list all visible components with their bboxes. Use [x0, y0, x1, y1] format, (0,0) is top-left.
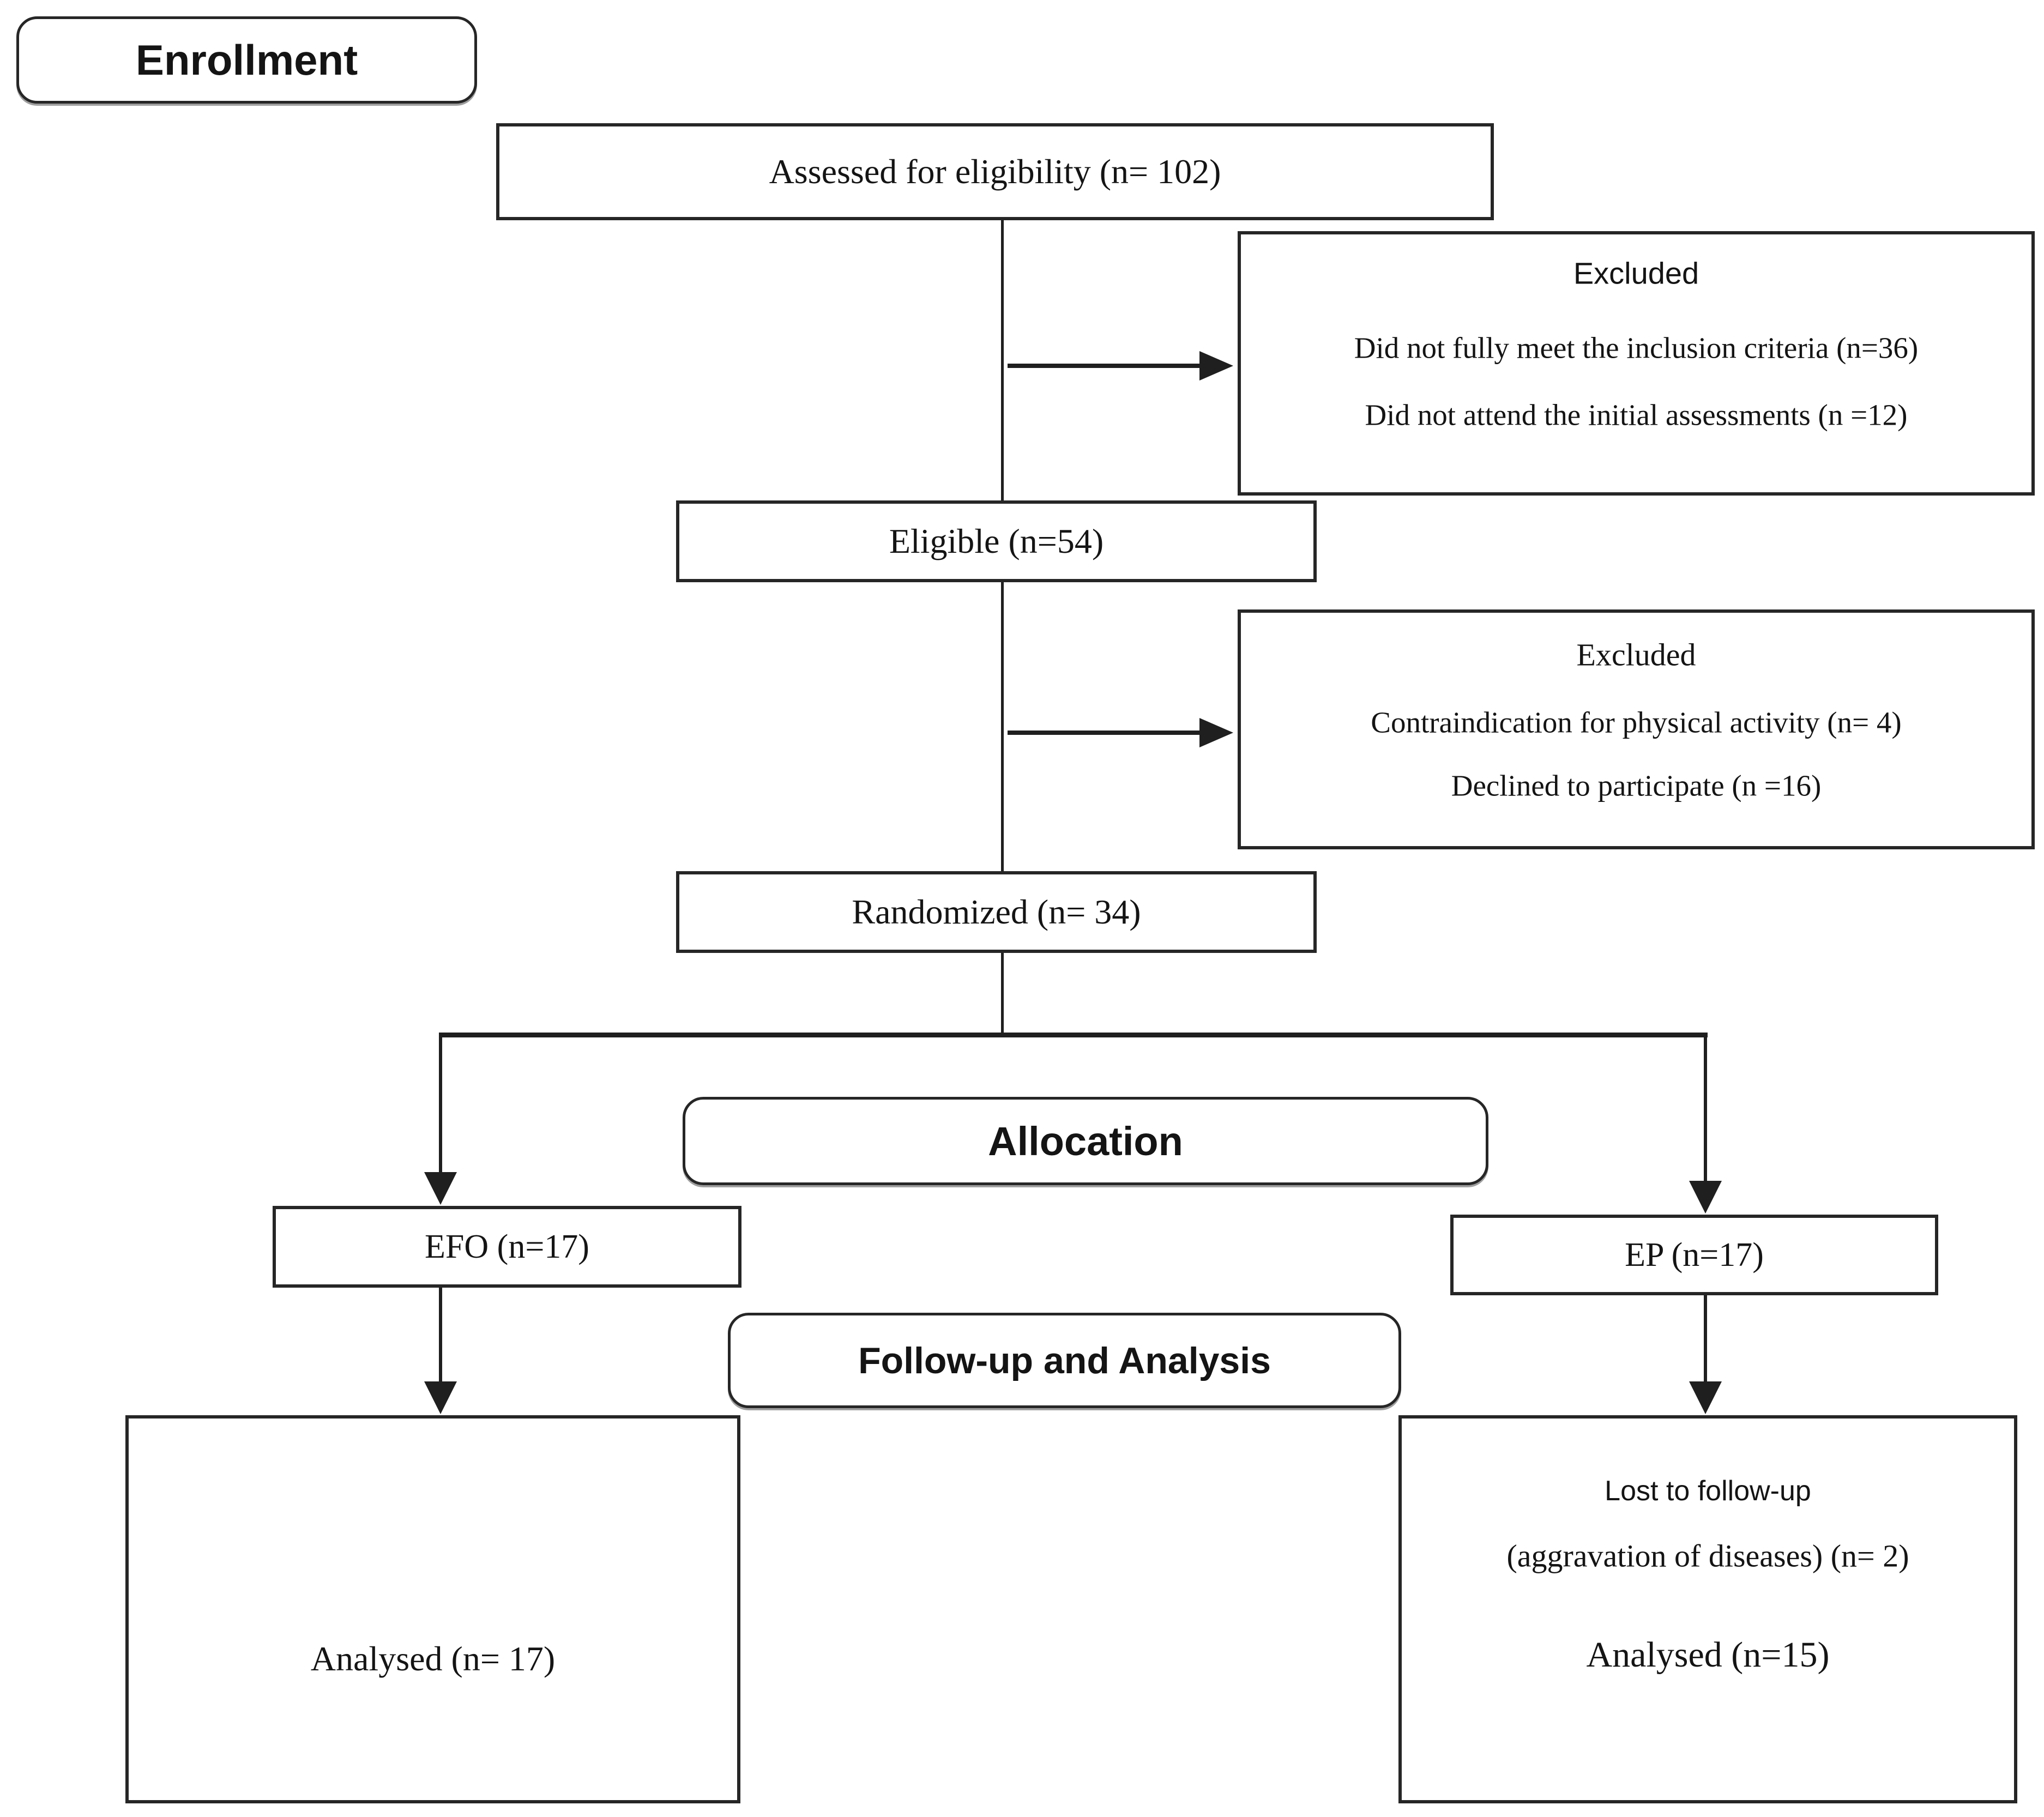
ep-group-label: EP (n=17): [1625, 1236, 1764, 1273]
analysed-ep-label: Analysed (n=15): [1586, 1635, 1830, 1675]
efo-group-box: EFO (n=17): [273, 1206, 741, 1288]
branch-left-vertical-line: [439, 1033, 442, 1175]
excluded-top-box: Excluded Did not fully meet the inclusio…: [1238, 231, 2035, 496]
excluded-bottom-box: Excluded Contraindication for physical a…: [1238, 609, 2035, 849]
excluded-top-title: Excluded: [1573, 256, 1699, 291]
excluded-bottom-reason-1: Contraindication for physical activity (…: [1371, 705, 1902, 739]
enrollment-stage-box: Enrollment: [16, 16, 477, 104]
arrow-to-excluded-top-line: [1008, 364, 1202, 368]
analysed-efo-box: Analysed (n= 17): [125, 1415, 740, 1803]
excluded-bottom-title: Excluded: [1576, 637, 1696, 673]
assessed-for-eligibility-label: Assessed for eligibility (n= 102): [769, 152, 1221, 191]
arrowhead-down-ep-outcome-icon: [1689, 1381, 1722, 1414]
arrowhead-right-excluded-top-icon: [1199, 351, 1233, 381]
branch-horizontal-line: [439, 1033, 1708, 1037]
excluded-bottom-reason-2: Declined to participate (n =16): [1451, 769, 1822, 802]
followup-analysis-stage-box: Follow-up and Analysis: [728, 1313, 1401, 1408]
arrowhead-right-excluded-bottom-icon: [1199, 718, 1233, 747]
allocation-stage-label: Allocation: [988, 1118, 1183, 1164]
arrowhead-down-analysed-efo-icon: [424, 1381, 457, 1414]
ep-group-box: EP (n=17): [1450, 1215, 1938, 1295]
excluded-top-reason-2: Did not attend the initial assessments (…: [1365, 398, 1908, 432]
connector-assessed-to-eligible: [1001, 220, 1004, 500]
analysed-efo-label: Analysed (n= 17): [310, 1639, 556, 1678]
connector-ep-to-outcome-line: [1704, 1295, 1707, 1384]
efo-group-label: EFO (n=17): [425, 1228, 589, 1265]
randomized-label: Randomized (n= 34): [852, 892, 1141, 931]
connector-randomized-to-branch: [1001, 953, 1004, 1035]
randomized-box: Randomized (n= 34): [676, 871, 1317, 953]
connector-eligible-to-randomized: [1001, 582, 1004, 871]
eligible-label: Eligible (n=54): [889, 522, 1104, 560]
followup-analysis-stage-label: Follow-up and Analysis: [858, 1339, 1271, 1381]
arrow-to-excluded-bottom-line: [1008, 731, 1202, 735]
allocation-stage-box: Allocation: [683, 1097, 1488, 1185]
ep-outcome-box: Lost to follow-up (aggravation of diseas…: [1398, 1415, 2017, 1803]
excluded-top-reason-1: Did not fully meet the inclusion criteri…: [1354, 331, 1919, 365]
arrowhead-down-efo-icon: [424, 1172, 457, 1205]
branch-right-vertical-line: [1704, 1033, 1707, 1183]
enrollment-stage-label: Enrollment: [135, 35, 358, 84]
connector-efo-to-analysed-line: [439, 1288, 442, 1384]
arrowhead-down-ep-icon: [1689, 1181, 1722, 1214]
lost-to-followup-label: Lost to follow-up: [1605, 1475, 1811, 1507]
eligible-box: Eligible (n=54): [676, 500, 1317, 582]
assessed-for-eligibility-box: Assessed for eligibility (n= 102): [496, 123, 1494, 220]
aggravation-of-diseases-label: (aggravation of diseases) (n= 2): [1506, 1538, 1909, 1574]
